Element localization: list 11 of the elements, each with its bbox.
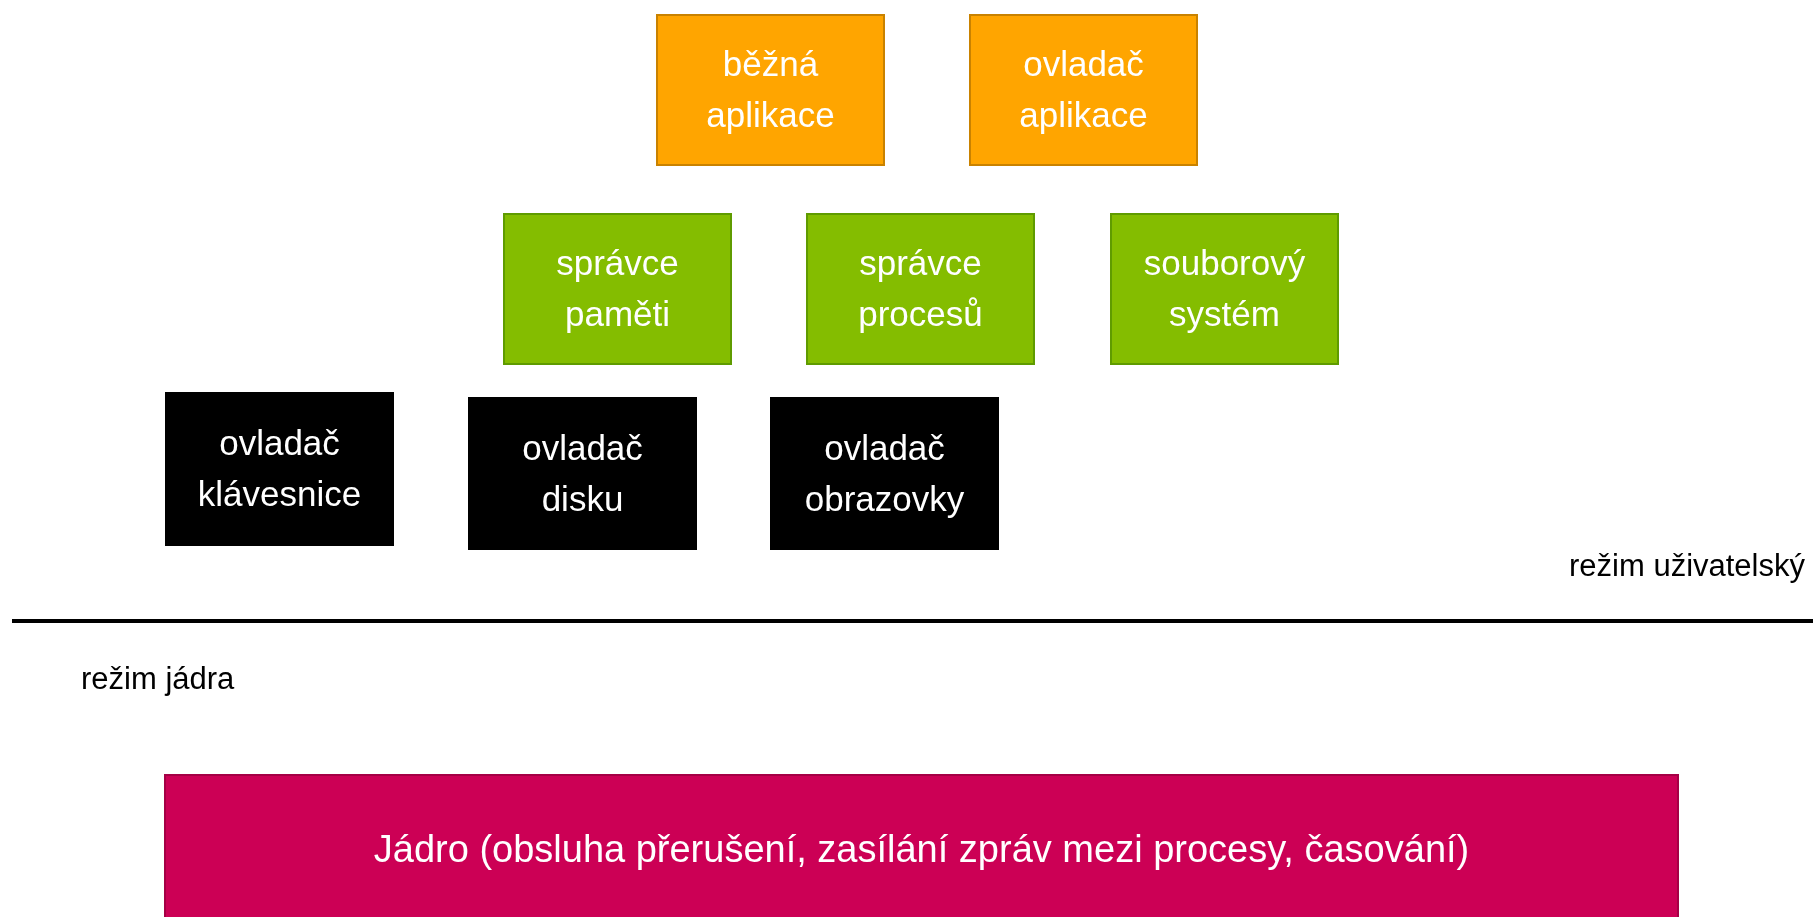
mode-label: režim uživatelský — [1569, 548, 1805, 584]
application-box: ovladač aplikace — [969, 14, 1198, 166]
driver-box: ovladač obrazovky — [770, 397, 999, 550]
service-box: správce procesů — [806, 213, 1035, 365]
mode-label: režim jádra — [81, 661, 235, 697]
driver-box: ovladač disku — [468, 397, 697, 550]
service-box: souborový systém — [1110, 213, 1339, 365]
application-box: běžná aplikace — [656, 14, 885, 166]
service-box: správce paměti — [503, 213, 732, 365]
driver-box: ovladač klávesnice — [165, 392, 394, 546]
kernel-box: Jádro (obsluha přerušení, zasílání zpráv mezi procesy, časování) — [164, 774, 1679, 917]
